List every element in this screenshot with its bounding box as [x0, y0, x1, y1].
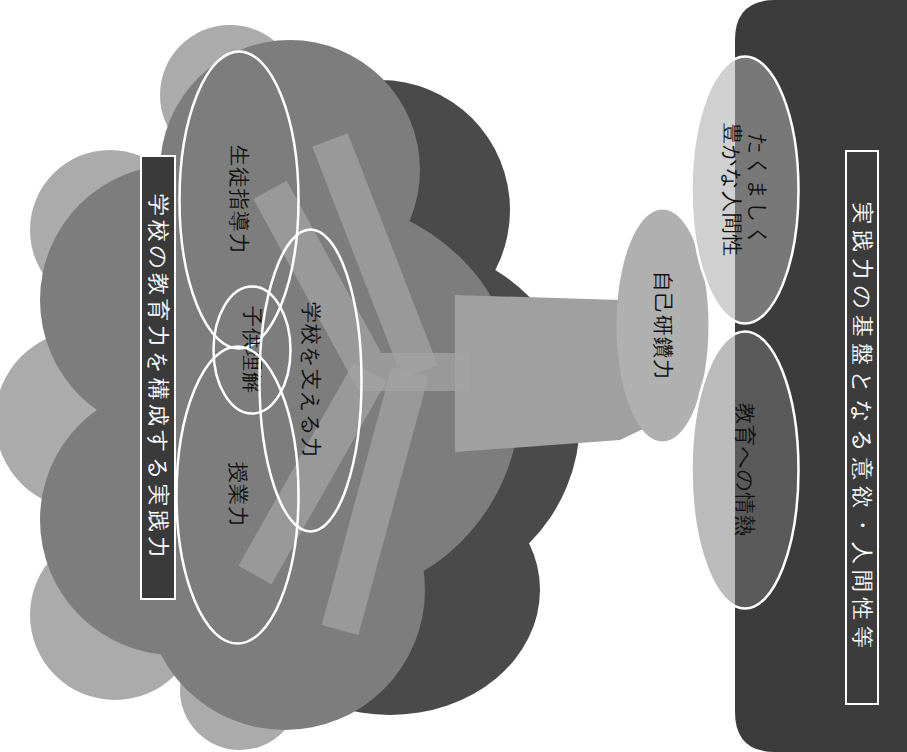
node-label: 教育への情熱 — [732, 403, 758, 537]
node-label: 生徒指導力 — [226, 145, 252, 255]
node-label: 自己研鑽力 — [649, 271, 675, 381]
root-ellipse: たくましく 豊かな人間性 — [690, 55, 800, 325]
ability-ellipse: 学校を支える力 — [258, 228, 363, 533]
node-label: 実践力の基盤となる意欲・人間性等 — [848, 202, 876, 654]
ellipse-shape — [260, 230, 362, 532]
root-ellipse: 教育への情熱 — [690, 330, 800, 610]
rect-shape — [846, 151, 878, 704]
ellipse-shape — [692, 332, 799, 609]
ellipse-shape — [180, 52, 299, 349]
trunk — [455, 295, 645, 452]
ellipse-outline — [690, 55, 800, 325]
node-label: 授業力 — [224, 462, 250, 528]
ability-ellipse: 生徒指導力 — [178, 50, 300, 350]
node-label: 学校の教育力を構成する実践力 — [144, 194, 172, 562]
crown — [40, 40, 520, 730]
ellipse-shape — [177, 347, 299, 644]
node-label: 学校を支える力 — [297, 302, 323, 459]
ability-ellipse: 授業力 — [175, 345, 300, 645]
node-label: たくましく 豊かな人間性 — [719, 120, 772, 260]
heading-box: 学校の教育力を構成する実践力 — [140, 155, 176, 600]
ellipse-shape — [692, 57, 799, 324]
branches — [255, 140, 470, 630]
foundation-label-box: 実践力の基盤となる意欲・人間性等 — [845, 150, 879, 705]
rect-shape — [141, 156, 175, 599]
